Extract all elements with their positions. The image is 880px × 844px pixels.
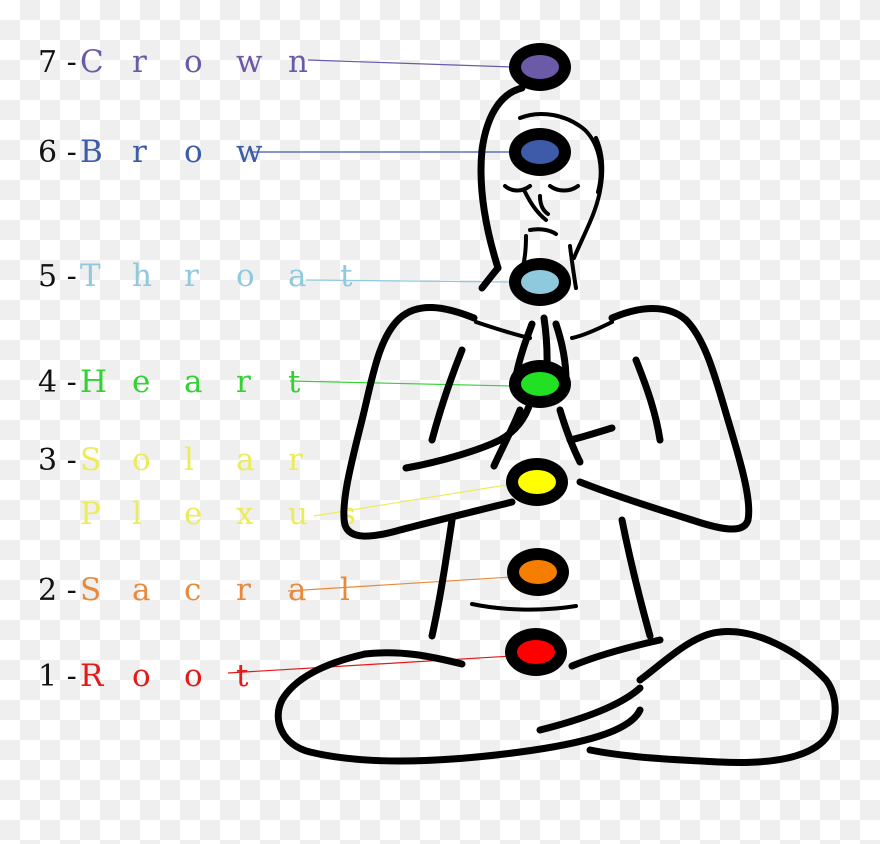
chakra-name-letter: l: [340, 572, 350, 608]
chakra-dot-7: [509, 43, 571, 91]
chakra-number: 1 -: [38, 659, 77, 694]
chakra-number: 6 -: [38, 135, 77, 170]
chakra-name-letter: R: [80, 658, 105, 694]
chakra-number: 5 -: [38, 259, 77, 294]
leader-line: [305, 279, 513, 283]
chakra-core: [521, 55, 559, 79]
chakra-name-letter: a: [132, 572, 150, 608]
chakra-name-letter: r: [132, 134, 147, 170]
chakra-name-letter: o: [184, 44, 203, 80]
chakra-name-letter: x: [236, 496, 254, 532]
chakra-name-letter: a: [236, 442, 254, 478]
chakra-name-letter: r: [288, 442, 303, 478]
chakra-name-letter: S: [80, 572, 101, 608]
chakra-name-letter: w: [236, 44, 263, 80]
chakra-name-letter: r: [132, 44, 147, 80]
chakra-name-letter: t: [236, 658, 249, 694]
chakra-dots: [505, 43, 571, 676]
chakra-name-letter: n: [288, 44, 308, 80]
chakra-name-letter: t: [288, 364, 301, 400]
chakra-core: [521, 372, 559, 396]
leader-line: [227, 655, 513, 674]
chakra-name-letter: r: [184, 258, 199, 294]
chakra-name-letter: T: [80, 258, 101, 294]
chakra-dot-2: [507, 548, 569, 596]
chakra-name-letter: h: [132, 258, 152, 294]
chakra-number: 2 -: [38, 573, 77, 608]
chakra-core: [521, 140, 559, 164]
chakra-name-letter: P: [80, 496, 101, 532]
chakra-name-letter: C: [80, 44, 104, 80]
chakra-name-letter: e: [132, 364, 150, 400]
chakra-name-letter: o: [184, 134, 203, 170]
chakra-dot-4: [509, 360, 571, 408]
chakra-name-letter: u: [288, 496, 308, 532]
chakra-dot-5: [509, 258, 571, 306]
chakra-name-letter: H: [80, 364, 107, 400]
chakra-core: [518, 470, 556, 494]
chakra-core: [517, 640, 555, 664]
chakra-number: 3 -: [38, 443, 77, 478]
chakra-name-letter: o: [236, 258, 255, 294]
leader-line: [287, 576, 513, 592]
chakra-dot-6: [509, 128, 571, 176]
chakra-core: [519, 560, 557, 584]
chakra-name-letter: o: [132, 658, 151, 694]
chakra-number: 4 -: [38, 365, 77, 400]
chakra-name-letter: e: [184, 496, 202, 532]
chakra-name-letter: o: [184, 658, 203, 694]
chakra-name-letter: S: [80, 442, 101, 478]
chakra-name-letter: a: [184, 364, 202, 400]
chakra-name-letter: l: [184, 442, 194, 478]
chakra-name-letter: c: [184, 572, 201, 608]
chakra-name-letter: l: [132, 496, 142, 532]
chakra-name-letter: B: [80, 134, 103, 170]
chakra-name-letter: r: [236, 364, 251, 400]
chakra-name-letter: a: [288, 258, 306, 294]
leader-line: [307, 59, 513, 68]
chakra-dot-1: [505, 628, 567, 676]
chakra-name-letter: r: [236, 572, 251, 608]
chakra-dot-3: [506, 458, 568, 506]
chakra-number: 7 -: [38, 45, 77, 80]
meditating-figure: [274, 84, 839, 766]
chakra-core: [521, 270, 559, 294]
chakra-name-letter: t: [340, 258, 353, 294]
leader-line: [289, 380, 513, 387]
leader-lines: [227, 59, 513, 674]
chakra-name-letter: o: [132, 442, 151, 478]
